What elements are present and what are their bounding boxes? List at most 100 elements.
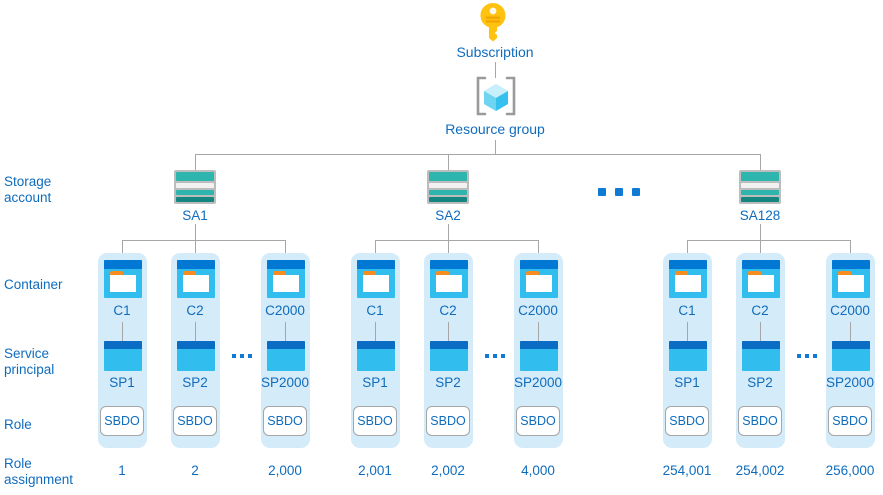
role-box-sa1-c2000: SBDO [263, 406, 307, 436]
container-label-sa128-c2: C2 [751, 303, 769, 318]
column-ellipsis-icon-sa1 [232, 354, 252, 358]
container-label-sa2-c1: C1 [366, 303, 384, 318]
storage-account-label-sa128: SA128 [739, 208, 781, 223]
connector-sa2-to-c1 [375, 240, 376, 260]
connector-sa1-to-c1 [122, 240, 123, 260]
container-icon-sa1-c1 [104, 260, 142, 298]
role-box-sa2-c1: SBDO [353, 406, 397, 436]
service-principal-icon-sa1-sp2 [177, 341, 215, 371]
role-assignment-number-sa1-c2000: 2,000 [268, 463, 302, 478]
role-assignment-number-sa128-c1: 254,001 [662, 463, 712, 478]
container-icon-sa2-c2 [430, 260, 468, 298]
resource-group-label: Resource group [445, 121, 545, 137]
connector-bus-to-sa1 [195, 154, 196, 170]
role-assignment-number-sa1-c2: 2 [191, 463, 199, 478]
connector-c2000-to-sp2000-sa2 [538, 322, 539, 342]
service-principal-icon-sa2-sp2000 [520, 341, 558, 371]
service-principal-icon-sa2-sp2 [430, 341, 468, 371]
container-icon-sa1-c2000 [267, 260, 305, 298]
role-assignment-number-sa128-c2: 254,002 [735, 463, 785, 478]
service-principal-label-sa128-sp2: SP2 [747, 375, 773, 390]
connector-bus-to-sa128 [760, 154, 761, 170]
container-label-sa128-c1: C1 [678, 303, 696, 318]
role-assignment-number-sa128-c2000: 256,000 [825, 463, 875, 478]
connector-c2000-to-sp2000-sa1 [285, 322, 286, 342]
container-icon-sa2-c1 [357, 260, 395, 298]
service-principal-icon-sa128-sp2000 [832, 341, 870, 371]
role-box-sa128-c2000: SBDO [828, 406, 872, 436]
connector-c2-to-sp2-sa2 [448, 322, 449, 342]
service-principal-label-sa1-sp2: SP2 [182, 375, 208, 390]
connector-c1-to-sp1-sa2 [375, 322, 376, 342]
storage-account-label-sa1: SA1 [182, 208, 208, 223]
container-bus-sa2 [375, 240, 538, 241]
container-icon-sa1-c2 [177, 260, 215, 298]
role-box-sa128-c1: SBDO [665, 406, 709, 436]
role-box-sa1-c2: SBDO [173, 406, 217, 436]
container-label-sa1-c1: C1 [113, 303, 131, 318]
connector-c1-to-sp1-sa1 [122, 322, 123, 342]
container-bus-sa128 [687, 240, 850, 241]
role-assignment-number-sa1-c1: 1 [118, 463, 126, 478]
container-icon-sa128-c2 [742, 260, 780, 298]
storage-accounts-ellipsis-icon [598, 188, 640, 196]
storage-account-icon-sa128 [739, 170, 781, 204]
connector-sa128-to-c1 [687, 240, 688, 260]
role-assignment-number-sa2-c1: 2,001 [358, 463, 392, 478]
container-bus-sa1 [122, 240, 285, 241]
row-label-container: Container [4, 277, 63, 292]
service-principal-label-sa2-sp2000: SP2000 [513, 375, 563, 390]
row-label-storage-account: Storage account [4, 174, 52, 205]
role-box-sa1-c1: SBDO [100, 406, 144, 436]
container-icon-sa128-c1 [669, 260, 707, 298]
role-assignment-number-sa2-c2: 2,002 [431, 463, 465, 478]
service-principal-label-sa2-sp2: SP2 [435, 375, 461, 390]
role-box-sa2-c2000: SBDO [516, 406, 560, 436]
service-principal-icon-sa128-sp2 [742, 341, 780, 371]
column-ellipsis-icon-sa2 [485, 354, 505, 358]
connector-c2-to-sp2-sa1 [195, 322, 196, 342]
container-label-sa128-c2000: C2000 [830, 303, 870, 318]
connector-sa1-down [195, 224, 196, 240]
container-icon-sa128-c2000 [832, 260, 870, 298]
connector-sa1-to-c2000 [285, 240, 286, 260]
connector-sa128-to-c2000 [850, 240, 851, 260]
connector-c1-to-sp1-sa128 [687, 322, 688, 342]
service-principal-label-sa1-sp1: SP1 [109, 375, 135, 390]
role-box-sa2-c2: SBDO [426, 406, 470, 436]
connector-rg-to-bus [495, 140, 496, 154]
row-label-role: Role [4, 417, 32, 432]
column-ellipsis-icon-sa128 [797, 354, 817, 358]
service-principal-icon-sa1-sp2000 [267, 341, 305, 371]
subscription-label: Subscription [456, 44, 534, 60]
role-assignment-number-sa2-c2000: 4,000 [521, 463, 555, 478]
storage-account-icon-sa1 [174, 170, 216, 204]
connector-sa128-to-c2 [760, 240, 761, 260]
service-principal-icon-sa1-sp1 [104, 341, 142, 371]
container-label-sa1-c2: C2 [186, 303, 204, 318]
connector-sa2-to-c2 [448, 240, 449, 260]
row-label-service-principal: Service principal [4, 346, 55, 377]
connector-sa1-to-c2 [195, 240, 196, 260]
service-principal-label-sa128-sp1: SP1 [674, 375, 700, 390]
connector-bus-to-sa2 [448, 154, 449, 170]
storage-account-bus [195, 154, 761, 155]
connector-subscription-to-rg [495, 62, 496, 78]
connector-c2000-to-sp2000-sa128 [850, 322, 851, 342]
row-label-role-assignment: Role assignment [4, 456, 74, 487]
service-principal-icon-sa2-sp1 [357, 341, 395, 371]
service-principal-label-sa1-sp2000: SP2000 [260, 375, 310, 390]
service-principal-label-sa128-sp2000: SP2000 [825, 375, 875, 390]
connector-sa2-to-c2000 [538, 240, 539, 260]
connector-c2-to-sp2-sa128 [760, 322, 761, 342]
connector-sa128-down [760, 224, 761, 240]
resource-group-cube-icon [470, 74, 522, 123]
service-principal-label-sa2-sp1: SP1 [362, 375, 388, 390]
connector-sa2-down [448, 224, 449, 240]
container-label-sa2-c2: C2 [439, 303, 457, 318]
service-principal-icon-sa128-sp1 [669, 341, 707, 371]
role-box-sa128-c2: SBDO [738, 406, 782, 436]
container-label-sa1-c2000: C2000 [265, 303, 305, 318]
key-icon [476, 2, 510, 47]
